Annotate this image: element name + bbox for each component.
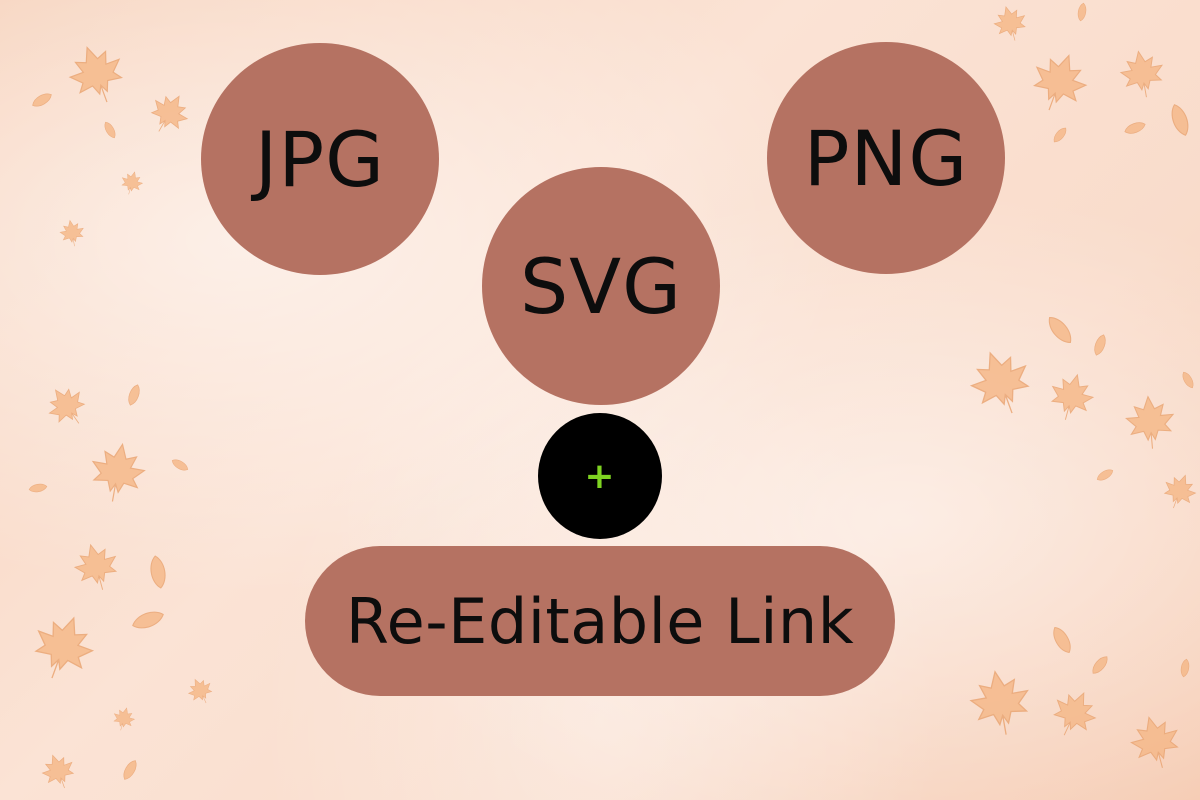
png-label: PNG	[803, 113, 969, 203]
oval-leaf-icon	[1179, 658, 1191, 678]
oval-leaf-icon	[30, 90, 54, 110]
oval-leaf-icon	[125, 382, 143, 408]
oval-leaf-icon	[1089, 653, 1111, 677]
oval-leaf-icon	[101, 120, 119, 140]
oval-leaf-icon	[1167, 101, 1193, 139]
oval-leaf-icon	[147, 554, 169, 590]
maple-leaf-icon	[1158, 469, 1200, 514]
maple-leaf-icon	[990, 2, 1031, 45]
maple-leaf-icon	[966, 666, 1035, 741]
maple-leaf-icon	[1044, 369, 1098, 426]
maple-leaf-icon	[142, 86, 196, 141]
maple-leaf-icon	[1125, 710, 1186, 775]
oval-leaf-icon	[129, 607, 167, 633]
oval-leaf-icon	[1179, 370, 1197, 390]
oval-leaf-icon	[1091, 332, 1109, 358]
maple-leaf-icon	[1044, 683, 1104, 745]
maple-leaf-icon	[86, 439, 149, 507]
oval-leaf-icon	[1051, 125, 1069, 145]
maple-leaf-icon	[24, 607, 102, 689]
jpg-label: JPG	[254, 114, 386, 204]
maple-leaf-icon	[110, 705, 137, 734]
png-format-badge: PNG	[767, 42, 1005, 274]
maple-leaf-icon	[40, 379, 95, 435]
svg-format-badge: SVG	[482, 167, 720, 405]
oval-leaf-icon	[28, 482, 48, 494]
oval-leaf-icon	[1095, 466, 1115, 484]
maple-leaf-icon	[62, 38, 132, 112]
maple-leaf-icon	[962, 342, 1040, 424]
plus-icon: +	[584, 455, 616, 497]
maple-leaf-icon	[1124, 394, 1177, 452]
maple-leaf-icon	[37, 749, 80, 794]
maple-leaf-icon	[184, 674, 217, 709]
oval-leaf-icon	[120, 758, 140, 782]
oval-leaf-icon	[1076, 2, 1088, 22]
oval-leaf-icon	[1043, 312, 1077, 348]
oval-leaf-icon	[170, 456, 190, 474]
plus-badge: +	[538, 413, 662, 539]
maple-leaf-icon	[1117, 47, 1168, 102]
jpg-format-badge: JPG	[201, 43, 439, 275]
re-editable-link-badge: Re-Editable Link	[305, 546, 895, 696]
svg-label: SVG	[519, 241, 683, 331]
maple-leaf-icon	[58, 218, 87, 249]
maple-leaf-icon	[70, 539, 124, 596]
re-editable-link-label: Re-Editable Link	[345, 584, 855, 658]
maple-leaf-icon	[118, 169, 145, 198]
oval-leaf-icon	[1049, 624, 1075, 656]
oval-leaf-icon	[1122, 119, 1148, 137]
maple-leaf-icon	[1024, 46, 1094, 120]
